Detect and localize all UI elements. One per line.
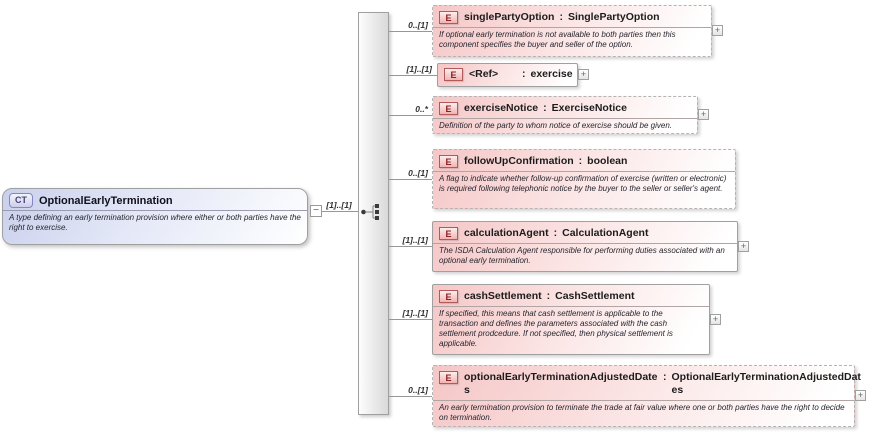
expand-icon[interactable]: + — [738, 240, 749, 252]
element-badge-icon: E — [444, 68, 463, 81]
cardinality-label: 0..* — [415, 104, 428, 114]
type-separator: : — [553, 227, 558, 239]
complex-type-description: A type defining an early termination pro… — [3, 210, 307, 235]
cardinality-label: [1]..[1] — [402, 308, 429, 318]
collapse-icon[interactable]: − — [310, 205, 322, 217]
connector-line — [389, 396, 432, 397]
element-annotation: The ISDA Calculation Agent responsible f… — [433, 243, 737, 268]
element-box-followUpConfirmation[interactable]: E followUpConfirmation : boolean A flag … — [432, 149, 736, 209]
element-type: OptionalEarlyTerminationAdjustedDates — [671, 371, 861, 396]
type-separator: : — [663, 371, 667, 383]
complex-type-box[interactable]: CT OptionalEarlyTermination A type defin… — [2, 188, 308, 245]
cardinality-label-root: [1]..[1] — [326, 200, 352, 210]
connector-line-root — [322, 211, 358, 212]
element-title: optionalEarlyTerminationAdjustedDates : … — [464, 371, 864, 397]
element-box-calculationAgent[interactable]: E calculationAgent : CalculationAgent Th… — [432, 221, 749, 272]
type-separator: : — [559, 11, 563, 23]
element-title: calculationAgent : CalculationAgent — [464, 227, 648, 240]
element-name: singlePartyOption — [464, 11, 555, 23]
element-name: <Ref> — [469, 68, 499, 80]
element-type: CalculationAgent — [562, 227, 649, 239]
expand-icon[interactable]: + — [578, 69, 589, 80]
element-box-cashSettlement[interactable]: E cashSettlement : CashSettlement If spe… — [432, 284, 721, 355]
element-title: exerciseNotice : ExerciseNotice — [464, 102, 627, 115]
element-title: singlePartyOption : SinglePartyOption — [464, 11, 660, 24]
cardinality-label: [1]..[1] — [406, 64, 433, 74]
expand-icon[interactable]: + — [698, 109, 709, 120]
element-box-optionalEarlyTerminationAdjustedDates[interactable]: E optionalEarlyTerminationAdjustedDates … — [432, 365, 866, 427]
element-name: optionalEarlyTerminationAdjustedDates — [464, 371, 658, 396]
cardinality-label: 0..[1] — [408, 385, 428, 395]
element-box-exerciseNotice[interactable]: E exerciseNotice : ExerciseNotice Defini… — [432, 96, 709, 134]
element-badge-icon: E — [439, 11, 458, 24]
expand-icon[interactable]: + — [712, 25, 723, 36]
element-type: exercise — [530, 68, 573, 80]
type-separator: : — [543, 102, 547, 114]
element-name: cashSettlement — [464, 290, 542, 302]
element-name: exerciseNotice — [464, 102, 539, 114]
element-name: calculationAgent — [464, 227, 549, 239]
element-header: E exerciseNotice : ExerciseNotice — [433, 97, 697, 118]
element-annotation: Definition of the party to whom notice o… — [433, 118, 697, 133]
complex-type-title: OptionalEarlyTermination — [39, 194, 173, 207]
element-header: E cashSettlement : CashSettlement — [433, 285, 709, 306]
element-title: cashSettlement : CashSettlement — [464, 290, 634, 303]
element-header: E followUpConfirmation : boolean — [433, 150, 735, 171]
connector-line — [389, 75, 437, 76]
cardinality-label: 0..[1] — [408, 20, 428, 30]
type-separator: : — [522, 68, 526, 80]
element-name: followUpConfirmation — [464, 155, 574, 167]
element-box-singlePartyOption[interactable]: E singlePartyOption : SinglePartyOption … — [432, 5, 723, 57]
element-annotation: If specified, this means that cash settl… — [433, 306, 709, 351]
element-type: CashSettlement — [555, 290, 635, 302]
element-box-exercise-ref[interactable]: E <Ref> : exercise + — [437, 63, 589, 87]
cardinality-label: 0..[1] — [408, 168, 428, 178]
connector-line — [389, 31, 432, 32]
expand-icon[interactable]: + — [710, 313, 721, 325]
complex-type-badge-icon: CT — [9, 193, 33, 208]
element-type: boolean — [587, 155, 628, 167]
connector-line — [389, 179, 432, 180]
sequence-compositor-icon — [361, 204, 379, 220]
complex-type-header: CT OptionalEarlyTermination — [3, 189, 307, 210]
element-header: E <Ref> : exercise — [438, 64, 577, 85]
type-separator: : — [578, 155, 583, 167]
element-annotation: An early termination provision to termin… — [433, 400, 854, 425]
type-separator: : — [546, 290, 551, 302]
element-badge-icon: E — [439, 227, 458, 240]
connector-line — [389, 246, 432, 247]
expand-icon[interactable]: + — [855, 390, 866, 401]
element-title: followUpConfirmation : boolean — [464, 155, 627, 168]
element-title: <Ref> : exercise — [469, 68, 573, 81]
element-badge-icon: E — [439, 102, 458, 115]
element-badge-icon: E — [439, 155, 458, 168]
element-badge-icon: E — [439, 290, 458, 303]
connector-line — [389, 319, 432, 320]
element-header: E singlePartyOption : SinglePartyOption — [433, 6, 711, 27]
cardinality-label: [1]..[1] — [402, 235, 429, 245]
element-badge-icon: E — [439, 371, 458, 384]
element-type: SinglePartyOption — [567, 11, 660, 23]
element-annotation: If optional early termination is not ava… — [433, 27, 711, 52]
element-header: E calculationAgent : CalculationAgent — [433, 222, 737, 243]
element-type: ExerciseNotice — [551, 102, 627, 114]
element-header: E optionalEarlyTerminationAdjustedDates … — [433, 366, 861, 400]
element-annotation: A flag to indicate whether follow-up con… — [433, 171, 735, 196]
connector-line — [389, 115, 432, 116]
